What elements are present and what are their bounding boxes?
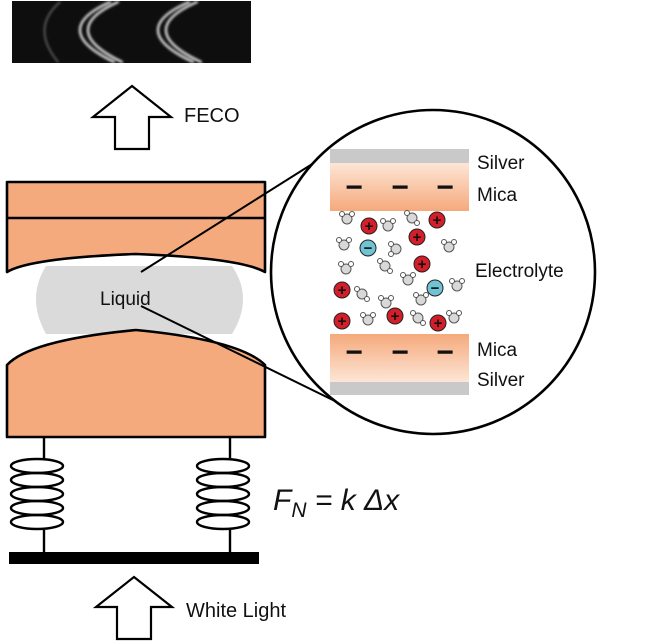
electrolyte-label: Electrolyte [475, 261, 564, 282]
cation: + [360, 217, 378, 235]
surface-charge: − [436, 336, 454, 369]
silver-layer-bottom [330, 382, 469, 395]
feco-arrow [89, 84, 175, 151]
surface-charges-top: − − − [345, 171, 454, 204]
surface-charge: − [391, 171, 409, 204]
water-molecule [441, 239, 457, 253]
anion: − [359, 239, 377, 257]
silver-bottom-label: Silver [477, 370, 525, 391]
svg-text:+: + [338, 313, 347, 330]
mica-layer-bottom [330, 334, 469, 382]
cation: + [333, 281, 351, 299]
silver-layer-top [330, 149, 469, 163]
cation: + [413, 255, 431, 273]
cation: + [408, 228, 426, 246]
feco-label: FECO [184, 105, 240, 127]
cation: + [386, 307, 404, 325]
water-molecule [360, 312, 376, 326]
white-light-label: White Light [186, 600, 286, 622]
water-molecule [380, 218, 396, 232]
anion: − [426, 279, 444, 297]
formula-f: F [273, 484, 293, 517]
water-molecule [339, 211, 355, 225]
water-molecule [338, 261, 354, 275]
surface-charge: − [436, 171, 454, 204]
force-formula: FN = k Δx [273, 484, 400, 522]
svg-text:−: − [431, 280, 440, 297]
anions: − − [359, 239, 444, 297]
lower-disk [5, 328, 267, 439]
svg-text:+: + [434, 315, 443, 332]
water-molecule [388, 241, 402, 257]
feco-spectrum-image [12, 1, 251, 63]
svg-text:+: + [391, 308, 400, 325]
svg-text:−: − [364, 240, 373, 257]
water-molecule [404, 210, 420, 226]
mica-bottom-label: Mica [477, 340, 518, 361]
mica-top-label: Mica [477, 185, 518, 206]
water-molecule [446, 310, 462, 324]
svg-text:+: + [433, 212, 442, 229]
svg-text:+: + [413, 229, 422, 246]
silver-top-label: Silver [477, 153, 525, 174]
cation: + [333, 312, 351, 330]
formula-rest: = k Δx [307, 484, 401, 517]
surface-charge: − [345, 171, 363, 204]
surface-charges-bottom: − − − [345, 336, 454, 369]
upper-disk [5, 180, 267, 274]
water-molecule [410, 310, 426, 326]
surface-charge: − [345, 336, 363, 369]
water-molecules [336, 210, 465, 326]
water-molecule [336, 237, 352, 251]
water-molecule [377, 258, 393, 274]
zoom-line-bottom [140, 305, 344, 406]
svg-text:+: + [338, 282, 347, 299]
water-molecule [400, 272, 416, 286]
water-molecule [354, 286, 370, 302]
right-spring [195, 437, 251, 552]
mica-layer-top [330, 163, 469, 211]
left-spring [9, 437, 65, 552]
cation: + [428, 211, 446, 229]
liquid-label: Liquid [100, 289, 151, 310]
base-bar [9, 552, 259, 564]
zoom-line-top [140, 148, 337, 273]
surface-charge: − [391, 336, 409, 369]
liquid-meniscus [36, 266, 243, 334]
svg-text:+: + [365, 218, 374, 235]
formula-subscript: N [291, 499, 307, 522]
cation: + [429, 314, 447, 332]
water-molecule [449, 278, 465, 292]
cations: + + + + + + + + [333, 211, 447, 332]
svg-text:+: + [418, 256, 427, 273]
water-molecule [413, 292, 429, 306]
white-light-arrow [92, 575, 176, 641]
water-molecule [378, 295, 394, 309]
